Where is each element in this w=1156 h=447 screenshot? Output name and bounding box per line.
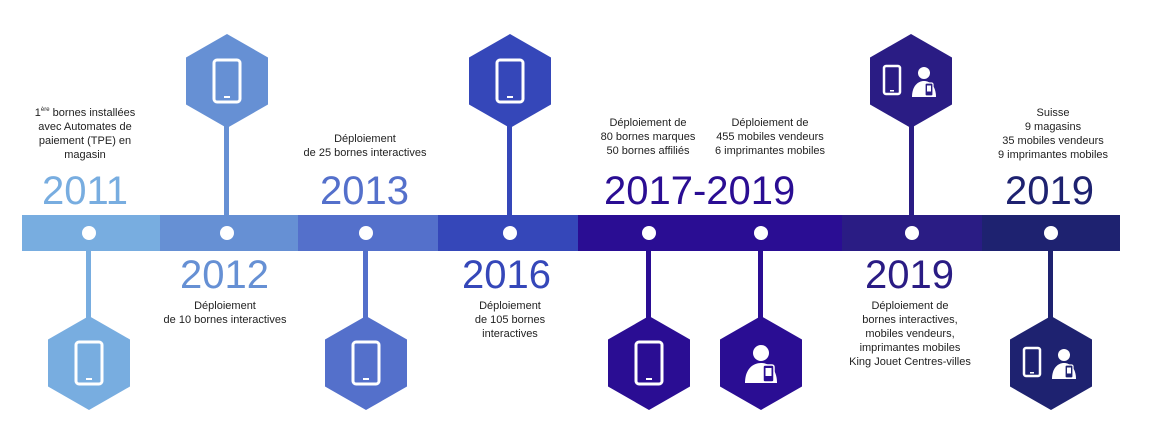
year-label-2016: 2016 [462, 253, 551, 297]
description-line: 9 magasins [1024, 121, 1082, 133]
stem-2019-b [1048, 251, 1053, 321]
timeline-dot-2012 [220, 226, 234, 240]
description-line: 455 mobiles vendeurs [716, 131, 824, 143]
year-label-2012: 2012 [180, 253, 269, 297]
timeline-dot-2013 [359, 226, 373, 240]
stem-2011 [86, 251, 91, 321]
description-2013: Déploiement de 25 bornes interactives [290, 132, 440, 160]
hexagon-2012 [186, 34, 268, 128]
year-label-2019-b: 2019 [1005, 169, 1094, 213]
description-line: King Jouet Centres-villes [849, 356, 971, 368]
description-2012: Déploiement de 10 bornes interactives [150, 299, 300, 327]
description-2016: Déploiement de 105 bornes interactives [440, 299, 580, 341]
year-label-2013: 2013 [320, 169, 409, 213]
timeline-dot-2016 [503, 226, 517, 240]
stem-2013 [363, 251, 368, 321]
description-2017-mobiles: Déploiement de 455 mobiles vendeurs 6 im… [700, 116, 840, 158]
description-2011: 1ère bornes installées avec Automates de… [20, 106, 150, 162]
description-line: Déploiement [194, 300, 256, 312]
description-line: imprimantes mobiles [859, 342, 961, 354]
description-line: Déploiement [334, 133, 396, 145]
timeline-segment-2017-2019 [578, 215, 842, 251]
description-line: 1ère bornes installées [20, 106, 150, 120]
description-line: Déploiement [479, 300, 541, 312]
hexagon-2011 [48, 316, 130, 410]
timeline-dot-2019-a [905, 226, 919, 240]
tablet-icon [495, 58, 525, 104]
stem-2017-tablet [646, 251, 651, 321]
tablet-icon [212, 58, 242, 104]
description-2019-a: Déploiement de bornes interactives, mobi… [835, 299, 985, 369]
hexagon-2013 [325, 316, 407, 410]
description-line: Suisse [1036, 107, 1070, 119]
tablet-icon [634, 340, 664, 386]
description-line: Déploiement de [609, 117, 687, 129]
description-2017-bornes: Déploiement de 80 bornes marques 50 born… [578, 116, 718, 158]
superscript-prefix: 1 [34, 107, 41, 119]
description-line: 35 mobiles vendeurs [1002, 135, 1104, 147]
description-line: de 25 bornes interactives [303, 147, 427, 159]
timeline-dot-2017-b [754, 226, 768, 240]
year-label-2017-2019: 2017-2019 [604, 169, 796, 213]
year-label-2011: 2011 [42, 169, 129, 213]
description-line: paiement (TPE) en [38, 135, 132, 147]
timeline-dot-2017-a [642, 226, 656, 240]
stem-2012 [224, 120, 229, 215]
hexagon-2016 [469, 34, 551, 128]
description-line-text: bornes installées [52, 107, 136, 119]
description-line: Déploiement de [871, 300, 949, 312]
description-line: 6 imprimantes mobiles [714, 145, 826, 157]
tablet-and-seller-icon [1022, 346, 1076, 379]
description-line: de 105 bornes [474, 314, 546, 326]
description-line: avec Automates de [38, 121, 132, 133]
hexagon-2019-a [870, 34, 952, 128]
stem-2017-seller [758, 251, 763, 321]
superscript: ère [40, 107, 50, 113]
description-2019-b: Suisse 9 magasins 35 mobiles vendeurs 9 … [978, 106, 1128, 162]
hexagon-2019-b [1010, 316, 1092, 410]
timeline-dot-2019-b [1044, 226, 1058, 240]
description-line: 50 bornes affiliés [606, 145, 690, 157]
description-line: mobiles vendeurs, [865, 328, 955, 340]
description-line: 80 bornes marques [600, 131, 696, 143]
tablet-and-seller-icon [882, 64, 936, 97]
description-line: de 10 bornes interactives [163, 314, 287, 326]
tablet-icon [351, 340, 381, 386]
description-line: 9 imprimantes mobiles [997, 149, 1109, 161]
hexagon-2017-seller [720, 316, 802, 410]
timeline-dot-2011 [82, 226, 96, 240]
mobile-seller-icon [745, 345, 777, 383]
description-line: Déploiement de [731, 117, 809, 129]
description-line: interactives [482, 328, 538, 340]
description-line: bornes interactives, [862, 314, 958, 326]
stem-2019-a [909, 120, 914, 215]
description-line: magasin [64, 149, 106, 161]
year-label-2019-a: 2019 [865, 253, 954, 297]
stem-2016 [507, 120, 512, 215]
hexagon-2017-tablet [608, 316, 690, 410]
tablet-icon [74, 340, 104, 386]
